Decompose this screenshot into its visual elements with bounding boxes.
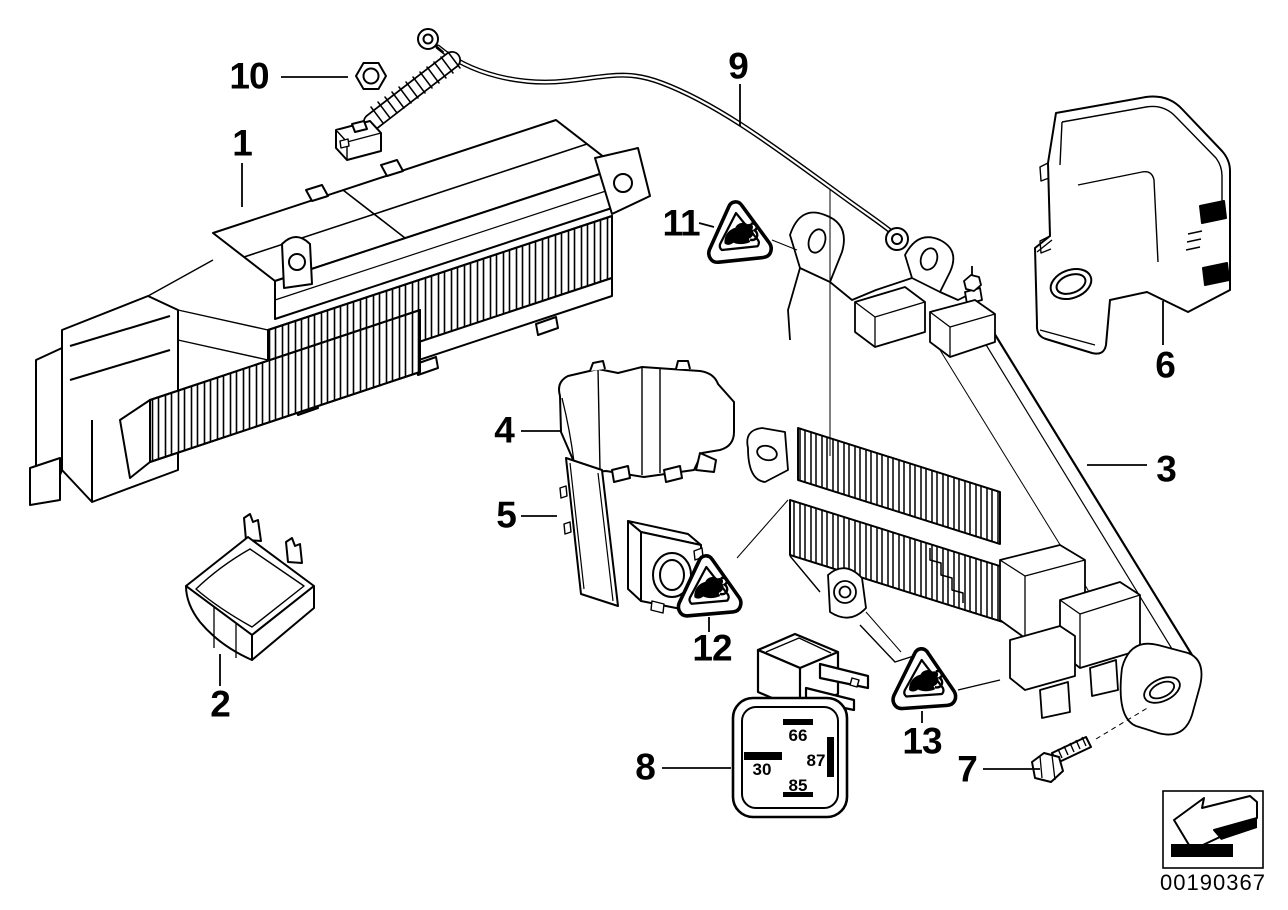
pin-30-label: 30 — [753, 760, 772, 779]
pin-87-bar — [827, 737, 834, 777]
callout-12[interactable]: 12 — [692, 627, 732, 669]
pin-85-bar — [783, 792, 813, 797]
pin-87-label: 87 — [807, 751, 826, 770]
callout-1[interactable]: 1 — [232, 122, 253, 164]
part-9-cable-drawing — [335, 28, 909, 251]
callout-10[interactable]: 10 — [229, 55, 269, 97]
callout-2[interactable]: 2 — [210, 683, 231, 725]
callout-9[interactable]: 9 — [728, 45, 749, 87]
part-2-cover-tray-drawing — [185, 513, 315, 661]
document-number: 00190367 — [1160, 870, 1266, 895]
part-6-side-cover-drawing — [1034, 95, 1231, 355]
leader-lines — [219, 76, 1164, 770]
part-10-nut-drawing — [355, 62, 387, 90]
part-3-carrier-drawing — [746, 211, 1203, 736]
part-7-bolt-drawing — [1031, 736, 1092, 783]
pin-66-bar — [783, 719, 813, 725]
callout-13[interactable]: 13 — [902, 720, 942, 762]
callout-7[interactable]: 7 — [957, 748, 978, 790]
down-left-3d-arrow-icon — [1171, 795, 1258, 857]
callout-3[interactable]: 3 — [1156, 448, 1177, 490]
relay-pin-diagram: 66 30 87 85 — [731, 696, 849, 819]
part-1-fuse-box-drawing — [29, 119, 651, 506]
callout-5[interactable]: 5 — [496, 494, 517, 536]
pin-30-bar — [744, 752, 782, 760]
callout-8[interactable]: 8 — [635, 746, 656, 788]
callout-11[interactable]: 11 — [662, 202, 700, 244]
callout-6[interactable]: 6 — [1155, 344, 1176, 386]
pin-66-label: 66 — [789, 726, 808, 745]
callout-4[interactable]: 4 — [494, 409, 515, 451]
diagram-stamp: 00190367 — [1160, 790, 1266, 895]
part-4-module-drawing — [558, 360, 735, 483]
pin-85-label: 85 — [789, 776, 808, 795]
